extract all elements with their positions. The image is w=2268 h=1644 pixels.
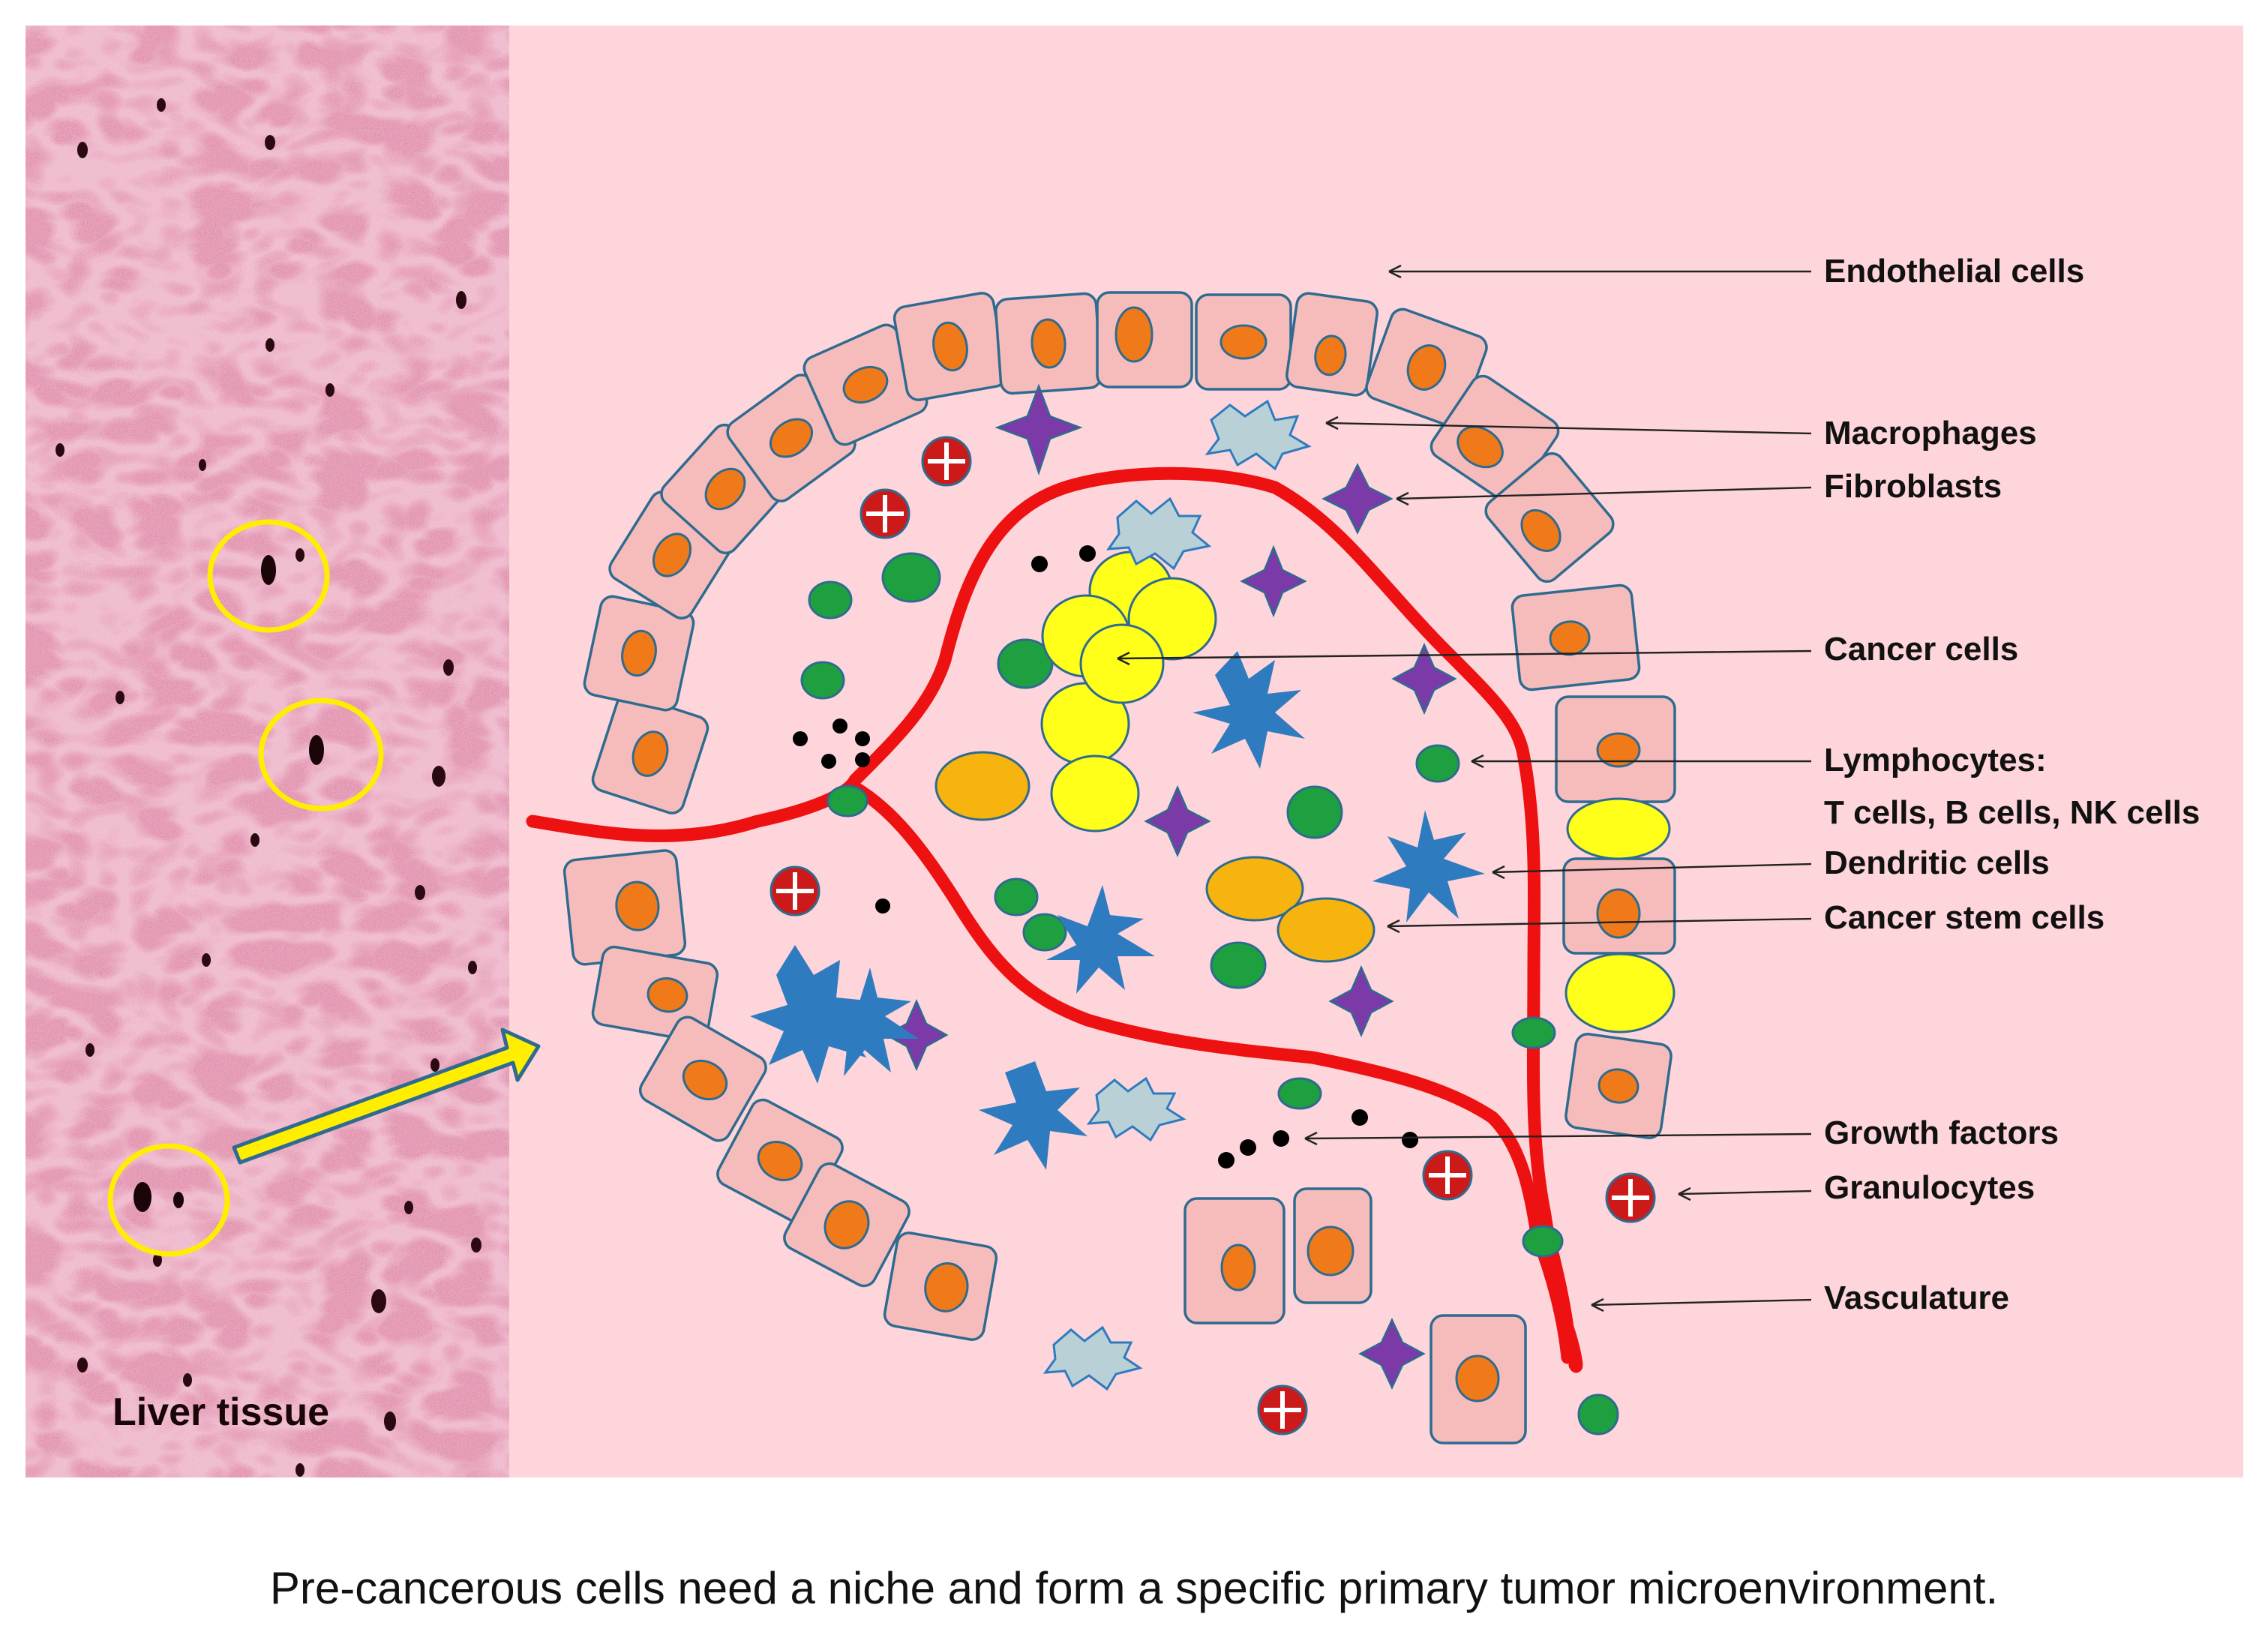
fibroblasts	[884, 383, 1457, 1390]
label-granulocytes: Granulocytes	[1824, 1169, 2035, 1206]
endothelial-cell	[1510, 584, 1641, 692]
pointer-macrophages	[1325, 416, 1812, 435]
endothelial-cell	[892, 292, 1008, 401]
macrophages	[1042, 399, 1312, 1391]
cancer-cells-ring	[1564, 797, 1676, 1034]
label-cancer: Cancer cells	[1824, 631, 2018, 668]
highlighted-vessels	[134, 555, 324, 1212]
label-lymphocytes-line2: T cells, B cells, NK cells	[1824, 794, 2200, 831]
pointer-lymphocytes	[1471, 754, 1811, 769]
endothelial-cell	[783, 1162, 910, 1288]
endothelial-cell	[1555, 695, 1676, 803]
endothelial-cell	[583, 595, 695, 712]
granulocyte	[1257, 1384, 1308, 1436]
granulocyte	[770, 866, 820, 916]
label-pointers	[1117, 264, 1812, 1312]
highlight-circles	[107, 519, 384, 1257]
highlight-circle-3	[107, 1143, 230, 1257]
pointer-cancer-stem	[1387, 917, 1812, 934]
label-lymphocytes-line1: Lymphocytes:	[1824, 742, 2047, 778]
cancer-stem-cells	[934, 751, 1376, 963]
pointer-vasculature	[1591, 1298, 1812, 1312]
endothelial-cell	[1184, 1197, 1286, 1324]
label-vasculature: Vasculature	[1824, 1280, 2009, 1316]
figure-caption: Pre-cancerous cells need a niche and for…	[270, 1563, 1998, 1613]
endothelial-cell	[638, 1016, 767, 1142]
endothelial-cell	[1564, 1033, 1672, 1139]
highlight-circle-1	[207, 519, 330, 633]
granulocyte	[921, 436, 972, 487]
dendritic-cells	[750, 651, 1485, 1170]
liver-tissue-label: Liver tissue	[112, 1390, 329, 1434]
cancer-cells	[1040, 550, 1217, 832]
label-endothelial: Endothelial cells	[1824, 253, 2084, 290]
liver-tissue-panel: Liver tissue	[26, 26, 509, 1478]
endothelial-cell	[1096, 291, 1193, 388]
endothelial-cell	[1562, 857, 1676, 955]
label-growth-factors: Growth factors	[1824, 1114, 2059, 1151]
endothelial-cell	[591, 693, 710, 814]
granulocyte	[1605, 1172, 1656, 1223]
pointer-granulocytes	[1678, 1186, 1812, 1202]
label-cancer-stem: Cancer stem cells	[1824, 899, 2104, 936]
endothelial-cell	[1430, 1314, 1527, 1444]
growth-factors	[793, 545, 1418, 1168]
diagram-panel: Endothelial cells Macrophages Fibroblast…	[509, 26, 2243, 1478]
endothelial-cell	[1484, 452, 1615, 584]
highlight-circle-2	[258, 698, 384, 812]
pointer-cancer	[1117, 650, 1812, 666]
liver-nuclei-dots	[56, 98, 482, 1477]
legend-labels: Endothelial cells Macrophages Fibroblast…	[1824, 253, 2200, 1316]
pointer-fibroblasts	[1396, 486, 1812, 506]
endothelial-cell	[1195, 293, 1292, 391]
endothelial-cell	[883, 1232, 998, 1341]
endothelial-cells	[562, 291, 1676, 1444]
endothelial-cell	[802, 323, 928, 446]
pointer-growth-factors	[1304, 1131, 1812, 1146]
pointer-endothelial	[1388, 264, 1811, 279]
granulocyte	[1422, 1150, 1473, 1201]
label-fibroblasts: Fibroblasts	[1824, 468, 2002, 505]
label-dendritic: Dendritic cells	[1824, 844, 2050, 881]
zoom-arrow	[232, 1028, 541, 1165]
endothelial-cell	[1430, 374, 1560, 503]
label-macrophages: Macrophages	[1824, 415, 2037, 452]
endothelial-cell	[1293, 1187, 1372, 1304]
endothelial-cell	[1365, 308, 1488, 428]
endothelial-cell	[1286, 292, 1378, 397]
granulocyte	[860, 488, 910, 539]
endothelial-cell	[994, 292, 1102, 395]
pointer-dendritic	[1492, 862, 1812, 880]
lymphocytes	[800, 552, 1619, 1436]
granulocytes	[770, 436, 1656, 1436]
